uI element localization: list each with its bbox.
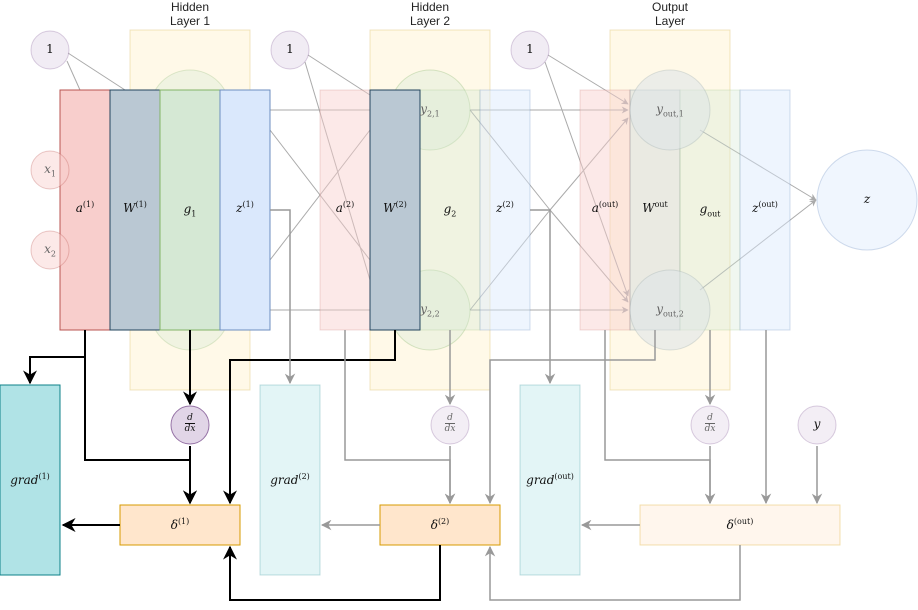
output-a-label: a(out) — [591, 200, 619, 215]
grad2-box — [259, 384, 321, 576]
output-g-label: gout — [699, 202, 721, 219]
derivative-den-1: dx — [184, 424, 196, 434]
output-y1-label: yout,1 — [656, 102, 684, 119]
layer2-y1-label: y2,1 — [420, 102, 440, 119]
layer1-header-line1: Hidden — [170, 0, 210, 14]
delta2-box — [379, 504, 501, 546]
output-y2-label: yout,2 — [656, 302, 684, 319]
backprop-inactive-arrows — [270, 209, 823, 601]
output-header-line1: Output — [651, 0, 689, 14]
backprop-active-arrows — [23, 330, 441, 601]
input-x2-node — [30, 230, 70, 270]
layer2-a-label: a(2) — [335, 200, 355, 215]
derivative-node-2 — [430, 405, 470, 445]
output-neuron-top — [629, 69, 711, 151]
output-header: Output Layer — [630, 0, 710, 28]
layer2-z-label: z(2) — [496, 200, 514, 215]
derivative-label-out: d dx — [695, 413, 725, 434]
deltaout-box — [639, 504, 841, 546]
output-a-bar — [579, 89, 631, 331]
delta1-box — [119, 504, 241, 546]
delta2-label: δ(2) — [430, 517, 450, 532]
output-header-line2: Layer — [654, 14, 686, 28]
grad1-label: grad(1) — [10, 472, 50, 487]
delta1-label: δ(1) — [170, 517, 190, 532]
derivative-node-1 — [170, 405, 210, 445]
layer2-g-label: g2 — [443, 202, 457, 219]
derivative-num-2: d — [445, 413, 455, 424]
layer2-W-bar — [369, 89, 421, 331]
derivative-den-2: dx — [444, 424, 456, 434]
bias-label-3: 1 — [526, 42, 534, 56]
layer1-a-bar — [59, 89, 111, 331]
derivative-label-1: d dx — [175, 413, 205, 434]
forward-connections — [66, 52, 817, 314]
derivative-label-2: d dx — [435, 413, 465, 434]
gradout-label: grad(out) — [526, 472, 574, 487]
layer2-y2-label: y2,2 — [420, 302, 440, 319]
layer1-z-label: z(1) — [236, 200, 254, 215]
layer1-W-label: W(1) — [123, 200, 147, 215]
layer2-header-line1: Hidden — [410, 0, 450, 14]
bias-node-3 — [510, 30, 550, 70]
derivative-num-out: d — [705, 413, 715, 424]
bias-node-2 — [270, 30, 310, 70]
layer2-header-line2: Layer 2 — [409, 14, 451, 28]
layer2-z-bar — [479, 89, 531, 331]
final-z-label: z — [863, 192, 871, 206]
output-z-label: z(out) — [752, 200, 778, 215]
grad2-label: grad(2) — [270, 472, 310, 487]
layer1-g-label: g1 — [183, 202, 197, 219]
grad1-box — [0, 384, 61, 576]
output-z-bar — [739, 89, 791, 331]
input-x1-node — [30, 150, 70, 190]
layer2-g-bar — [419, 89, 481, 331]
derivative-node-out — [690, 405, 730, 445]
layer2-a-bar — [319, 89, 371, 331]
output-W-label: Wout — [642, 200, 668, 215]
output-neuron-bottom — [629, 269, 711, 351]
gradout-box — [519, 384, 581, 576]
final-z-node — [816, 149, 918, 251]
input-x1-label: x1 — [44, 162, 56, 179]
layer1-header-line2: Layer 1 — [169, 14, 211, 28]
layer1-a-label: a(1) — [75, 200, 95, 215]
input-x2-label: x2 — [44, 242, 56, 259]
layer2-header: Hidden Layer 2 — [390, 0, 470, 28]
layer1-z-bar — [219, 89, 271, 331]
deltaout-label: δ(out) — [726, 517, 754, 532]
layer1-header: Hidden Layer 1 — [150, 0, 230, 28]
layer2-W-label: W(2) — [383, 200, 407, 215]
bias-node-1 — [30, 30, 70, 70]
derivative-num-1: d — [185, 413, 195, 424]
layer1-g-bar — [159, 89, 221, 331]
target-y-node — [797, 405, 837, 445]
target-y-label: y — [813, 417, 821, 431]
bias-label-1: 1 — [46, 42, 54, 56]
bias-label-2: 1 — [286, 42, 294, 56]
derivative-den-out: dx — [704, 424, 716, 434]
